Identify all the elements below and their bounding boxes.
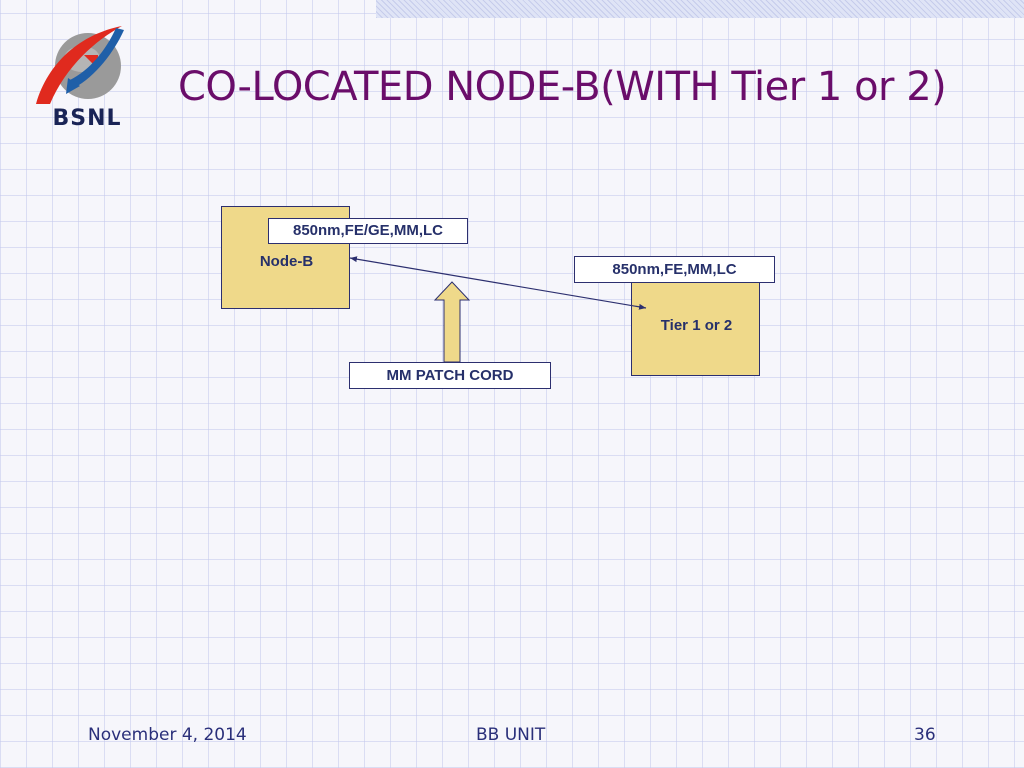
header-decor-strip — [376, 0, 1024, 18]
logo-text: BSNL — [52, 106, 122, 131]
footer-date: November 4, 2014 — [88, 725, 247, 745]
bsnl-logo: BSNL — [26, 22, 148, 132]
node-b-interface-label: 850nm,FE/GE,MM,LC — [268, 218, 468, 244]
footer-unit: BB UNIT — [476, 725, 546, 745]
page-number: 36 — [914, 725, 936, 745]
tier-interface-label: 850nm,FE,MM,LC — [574, 256, 775, 283]
bsnl-logo-icon — [36, 26, 124, 104]
node-b-label: Node-B — [259, 253, 314, 270]
tier-label: Tier 1 or 2 — [660, 317, 733, 334]
patch-cord-label: MM PATCH CORD — [349, 362, 551, 389]
up-arrow-icon — [433, 281, 471, 363]
slide-title: CO-LOCATED NODE-B(WITH Tier 1 or 2) — [178, 64, 947, 110]
tier-box: Tier 1 or 2 — [631, 282, 760, 376]
